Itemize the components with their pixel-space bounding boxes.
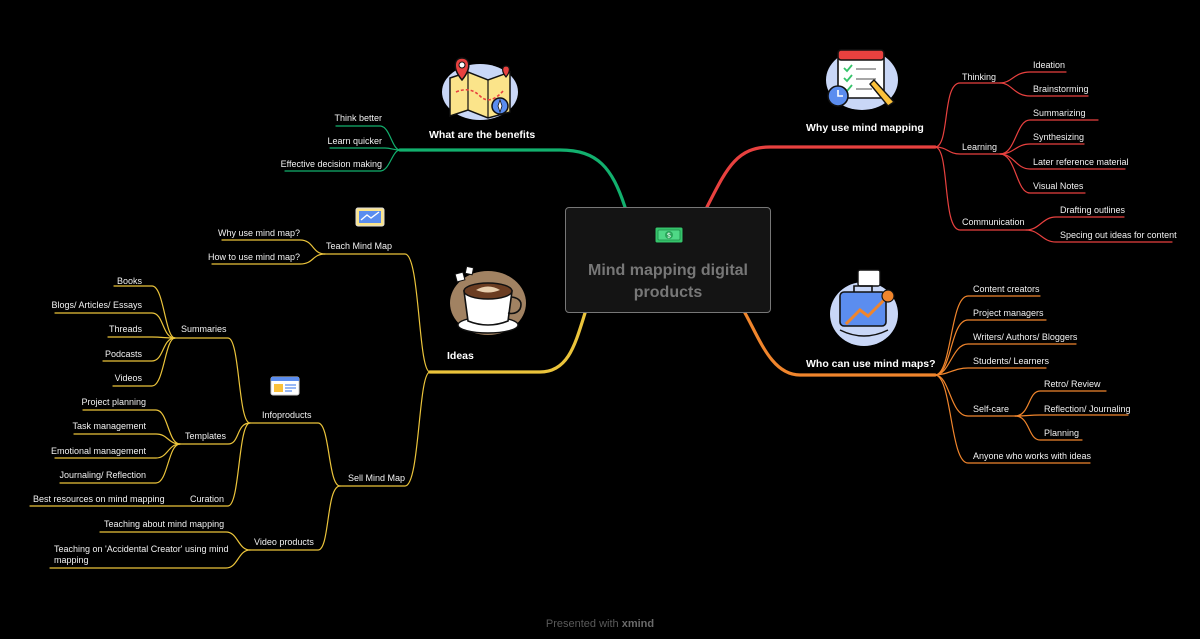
who-item[interactable]: Content creators bbox=[973, 284, 1040, 294]
browser-window-icon bbox=[270, 376, 300, 396]
why-communication[interactable]: Communication bbox=[962, 217, 1025, 227]
video-products[interactable]: Video products bbox=[254, 537, 314, 547]
selfcare-item[interactable]: Reflection/ Journaling bbox=[1044, 404, 1131, 414]
who-title[interactable]: Who can use mind maps? bbox=[806, 358, 936, 370]
who-item[interactable]: Anyone who works with ideas bbox=[973, 451, 1092, 461]
summary-item[interactable]: Videos bbox=[114, 373, 142, 383]
why-learning-item[interactable]: Summarizing bbox=[1033, 108, 1086, 118]
why-title[interactable]: Why use mind mapping bbox=[806, 122, 924, 134]
why-communication-item[interactable]: Specing out ideas for content bbox=[1060, 230, 1177, 240]
xmind-logo[interactable]: xmind bbox=[621, 618, 655, 630]
video-item[interactable]: Teaching about mind mapping bbox=[104, 519, 225, 529]
template-item[interactable]: Journaling/ Reflection bbox=[59, 470, 146, 480]
calendar-icon bbox=[826, 49, 898, 110]
benefit-item[interactable]: Think better bbox=[334, 113, 382, 123]
why-learning-item[interactable]: Visual Notes bbox=[1033, 181, 1084, 191]
teach-item[interactable]: Why use mind map? bbox=[217, 228, 300, 238]
who-item-selfcare[interactable]: Self-care bbox=[973, 404, 1010, 414]
template-item[interactable]: Task management bbox=[72, 421, 146, 431]
curation-item[interactable]: Best resources on mind mapping bbox=[33, 494, 165, 504]
summary-item[interactable]: Threads bbox=[108, 324, 142, 334]
svg-text:$: $ bbox=[667, 232, 671, 240]
why-learning[interactable]: Learning bbox=[962, 142, 998, 152]
benefit-item[interactable]: Learn quicker bbox=[327, 136, 382, 146]
template-item[interactable]: Project planning bbox=[81, 397, 146, 407]
infoproducts[interactable]: Infoproducts bbox=[262, 410, 312, 420]
summary-item[interactable]: Podcasts bbox=[104, 349, 142, 359]
templates[interactable]: Templates bbox=[185, 431, 227, 441]
link-who bbox=[743, 311, 937, 377]
summary-item[interactable]: Books bbox=[116, 276, 142, 286]
link-why bbox=[705, 145, 937, 209]
teach-mind-map[interactable]: Teach Mind Map bbox=[326, 241, 393, 251]
who-item[interactable]: Writers/ Authors/ Bloggers bbox=[973, 332, 1078, 342]
why-connectors bbox=[934, 71, 1173, 243]
why-communication-item[interactable]: Drafting outlines bbox=[1060, 205, 1126, 215]
map-icon bbox=[442, 57, 518, 120]
money-icon: $ bbox=[654, 226, 684, 244]
template-item[interactable]: Emotional management bbox=[50, 446, 146, 456]
who-item[interactable]: Project managers bbox=[973, 308, 1044, 318]
why-thinking[interactable]: Thinking bbox=[962, 72, 997, 82]
who-item[interactable]: Students/ Learners bbox=[973, 356, 1050, 366]
briefcase-chart-icon bbox=[830, 269, 898, 346]
who-connectors bbox=[934, 295, 1129, 464]
summary-item[interactable]: Blogs/ Articles/ Essays bbox=[51, 300, 142, 310]
curation[interactable]: Curation bbox=[190, 494, 225, 504]
summaries[interactable]: Summaries bbox=[181, 324, 227, 334]
selfcare-item[interactable]: Planning bbox=[1044, 428, 1080, 438]
teach-item[interactable]: How to use mind map? bbox=[207, 252, 300, 262]
why-thinking-item[interactable]: Brainstorming bbox=[1033, 84, 1089, 94]
why-learning-item[interactable]: Synthesizing bbox=[1033, 132, 1085, 142]
ideas-title[interactable]: Ideas bbox=[447, 350, 474, 362]
footer-prefix: Presented with bbox=[545, 618, 619, 630]
link-ideas bbox=[428, 311, 587, 374]
central-connectors bbox=[398, 145, 937, 377]
why-thinking-item[interactable]: Ideation bbox=[1033, 60, 1066, 70]
coffee-cup-icon bbox=[450, 265, 526, 335]
footer: Presented with xmind bbox=[0, 618, 1200, 630]
ideas-connectors bbox=[29, 239, 431, 569]
sell-mind-map[interactable]: Sell Mind Map bbox=[348, 473, 406, 483]
selfcare-item[interactable]: Retro/ Review bbox=[1044, 379, 1101, 389]
benefits-connectors bbox=[284, 125, 401, 172]
video-item[interactable]: Teaching on 'Accidental Creator' using m… bbox=[54, 544, 229, 565]
why-learning-item[interactable]: Later reference material bbox=[1033, 157, 1129, 167]
central-topic[interactable]: $ Mind mapping digital products bbox=[565, 207, 771, 313]
link-benefits bbox=[398, 148, 627, 209]
central-title: Mind mapping digital products bbox=[588, 262, 748, 301]
benefit-item[interactable]: Effective decision making bbox=[280, 159, 382, 169]
benefits-title[interactable]: What are the benefits bbox=[429, 129, 536, 141]
presentation-board-icon bbox=[355, 207, 385, 227]
